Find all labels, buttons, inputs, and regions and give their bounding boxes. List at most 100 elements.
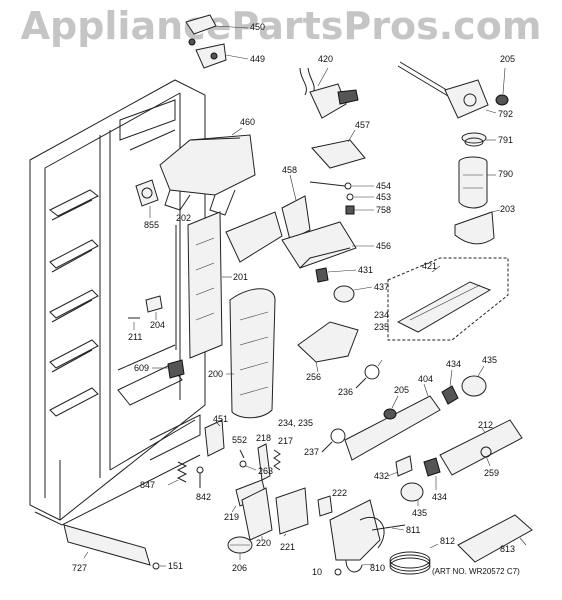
part-202-wire [175,225,181,350]
callout-847: 847 [140,480,155,490]
refrigerator-cabinet [29,79,206,526]
callout-457: 457 [355,120,370,130]
callout-758: 758 [376,205,391,215]
part-205-clip-lower [383,395,399,420]
part-458-housing [225,174,311,263]
callout-792: 792 [498,109,513,119]
part-810-tube [345,559,375,573]
callout-217: 217 [278,436,293,446]
callout-151: 151 [168,561,183,571]
callout-235-upper: 235 [374,322,389,332]
callout-811: 811 [406,525,420,535]
callout-204: 204 [150,320,165,330]
part-609-switch [152,359,185,379]
art-number: (ART NO. WR20572 C7) [432,567,520,576]
part-432-bracket [387,455,413,477]
part-431-socket [315,267,357,283]
callout-552: 552 [232,435,247,445]
part-790-water-filter [458,156,496,209]
callout-421: 421 [422,261,437,271]
callout-842: 842 [196,492,211,502]
callout-458: 458 [282,165,297,175]
callout-205-top: 205 [500,54,515,64]
callout-609: 609 [134,363,149,373]
part-457-insulation [311,129,366,169]
callout-202: 202 [176,213,191,223]
part-205-clip [495,67,509,106]
part-218-lever [257,443,271,481]
part-855-damper [135,179,159,218]
callout-263: 263 [258,466,273,476]
part-256-drip-tray [297,321,359,373]
callout-219: 219 [224,512,239,522]
callout-454: 454 [376,181,391,191]
callout-256: 256 [306,372,321,382]
part-200-cover-panel [226,288,276,419]
callout-813: 813 [500,544,515,554]
callout-203: 203 [500,204,515,214]
callout-437: 437 [374,282,389,292]
callout-201: 201 [233,272,248,282]
part-434-socket-upper [441,369,459,405]
part-435-bulb-lower [400,482,424,506]
part-10-screw [334,568,342,576]
part-222-bracket [317,495,333,517]
part-450-hinge-cover [185,14,249,69]
callout-449: 449 [250,54,265,64]
part-221-housing [275,487,309,537]
callout-855: 855 [144,220,159,230]
part-220-actuator [241,487,273,541]
callout-237: 237 [304,447,319,457]
part-421-light-assembly [387,257,509,341]
callout-218: 218 [256,433,271,443]
part-420-wire-harness [299,67,359,119]
callout-790: 790 [498,169,513,179]
part-404-trim-bar [344,383,441,461]
part-456-dispenser-body [281,221,374,269]
callout-212: 212 [478,420,493,430]
callout-259: 259 [484,468,499,478]
callout-221: 221 [280,542,295,552]
part-437-bulb [333,285,373,303]
callout-206: 206 [232,563,247,573]
part-204-cam [145,295,163,320]
part-451-bracket [204,419,225,457]
callout-810: 810 [370,563,385,573]
callout-420: 420 [318,54,333,64]
callout-435-upper: 435 [482,355,497,365]
part-454-453-758-fasteners [309,181,374,215]
callout-labels: 450 449 420 205 792 791 790 460 457 454 … [72,22,520,577]
callout-460: 460 [240,117,255,127]
callout-211: 211 [128,332,142,342]
callout-220: 220 [256,538,271,548]
part-211-screw [128,317,140,330]
callout-432: 432 [374,471,389,481]
part-259-lens-cover [439,419,523,476]
part-811-water-valve [329,499,406,561]
callout-456: 456 [376,241,391,251]
callout-404: 404 [418,374,433,384]
callout-234-235-lower: 234, 235 [278,418,313,428]
callout-727: 727 [72,563,87,573]
callout-236: 236 [338,387,353,397]
part-813-insulation-tube [457,514,533,563]
part-263-screw [239,460,257,471]
part-201-shelf-support [187,211,232,359]
callout-234-upper: 234 [374,310,389,320]
callout-434-lower: 434 [432,492,447,502]
part-217-spring [273,449,281,471]
part-552-screw [239,449,245,459]
callout-10: 10 [312,567,322,577]
part-435-bulb-upper [461,365,487,397]
part-792-filter-head [397,61,497,119]
callout-435-lower: 435 [412,508,427,518]
callout-450: 450 [250,22,265,32]
part-791-seal [461,132,496,147]
callout-791: 791 [498,135,513,145]
callout-222: 222 [332,488,347,498]
callout-434-upper: 434 [446,359,461,369]
part-727-kick-plate [63,524,151,566]
part-842-screw [196,466,204,488]
part-151-screw [152,562,166,570]
